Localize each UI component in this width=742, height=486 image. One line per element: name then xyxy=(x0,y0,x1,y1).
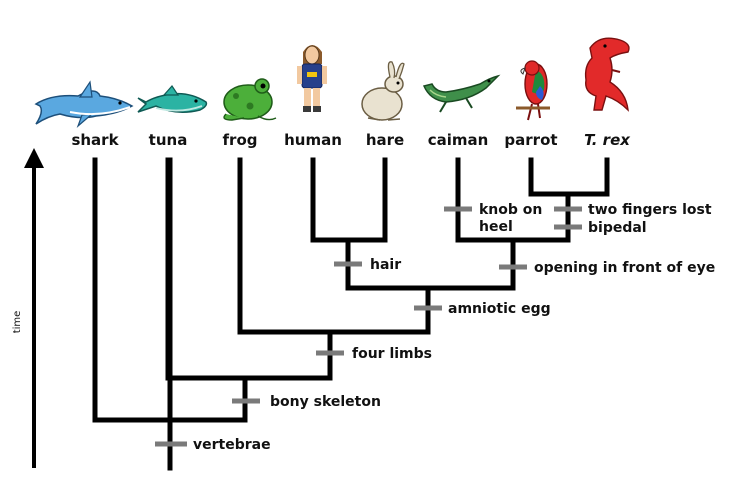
taxon-label-caiman: caiman xyxy=(428,131,489,149)
branch-caiman xyxy=(455,157,571,243)
taxon-label-frog: frog xyxy=(223,131,258,149)
branch-frog xyxy=(237,157,431,335)
caiman-icon xyxy=(422,74,501,113)
branch-tuna xyxy=(165,157,333,381)
trait-markers xyxy=(155,206,582,447)
trait-label-knob-line2: heel xyxy=(479,219,513,235)
trait-label-hair: hair xyxy=(370,257,401,273)
animal-illustrations xyxy=(34,37,630,128)
taxon-label-parrot: parrot xyxy=(504,131,557,149)
trait-label-amniotic-egg: amniotic egg xyxy=(448,301,551,317)
tuna-icon xyxy=(137,85,208,113)
trait-label-knob-line1: knob on xyxy=(479,202,542,218)
branch-parrot-trex xyxy=(528,157,610,197)
frog-icon xyxy=(223,78,277,121)
parrot-icon xyxy=(516,60,550,121)
trait-label-bipedal: bipedal xyxy=(588,220,647,236)
time-axis: time xyxy=(12,148,44,468)
time-axis-arrow-icon xyxy=(24,148,44,168)
trex-icon xyxy=(584,37,630,112)
time-axis-label: time xyxy=(12,311,23,334)
branch-human-hare xyxy=(310,157,388,243)
taxon-label-tuna: tuna xyxy=(149,131,188,149)
taxon-labels: shark tuna frog human hare caiman parrot… xyxy=(71,131,631,149)
trait-label-opening-eye: opening in front of eye xyxy=(534,260,715,276)
taxon-label-hare: hare xyxy=(366,131,404,149)
taxon-label-trex: T. rex xyxy=(584,131,631,149)
hare-icon xyxy=(361,61,405,121)
trait-label-four-limbs: four limbs xyxy=(352,346,432,362)
human-icon xyxy=(297,45,327,112)
shark-icon xyxy=(34,80,134,128)
trait-label-two-fingers: two fingers lost xyxy=(588,202,712,218)
taxon-label-human: human xyxy=(284,131,342,149)
trait-label-vertebrae: vertebrae xyxy=(193,437,271,453)
trait-label-bony-skeleton: bony skeleton xyxy=(270,394,381,410)
taxon-label-shark: shark xyxy=(71,131,119,149)
trait-labels: vertebrae bony skeleton four limbs amnio… xyxy=(193,202,715,453)
